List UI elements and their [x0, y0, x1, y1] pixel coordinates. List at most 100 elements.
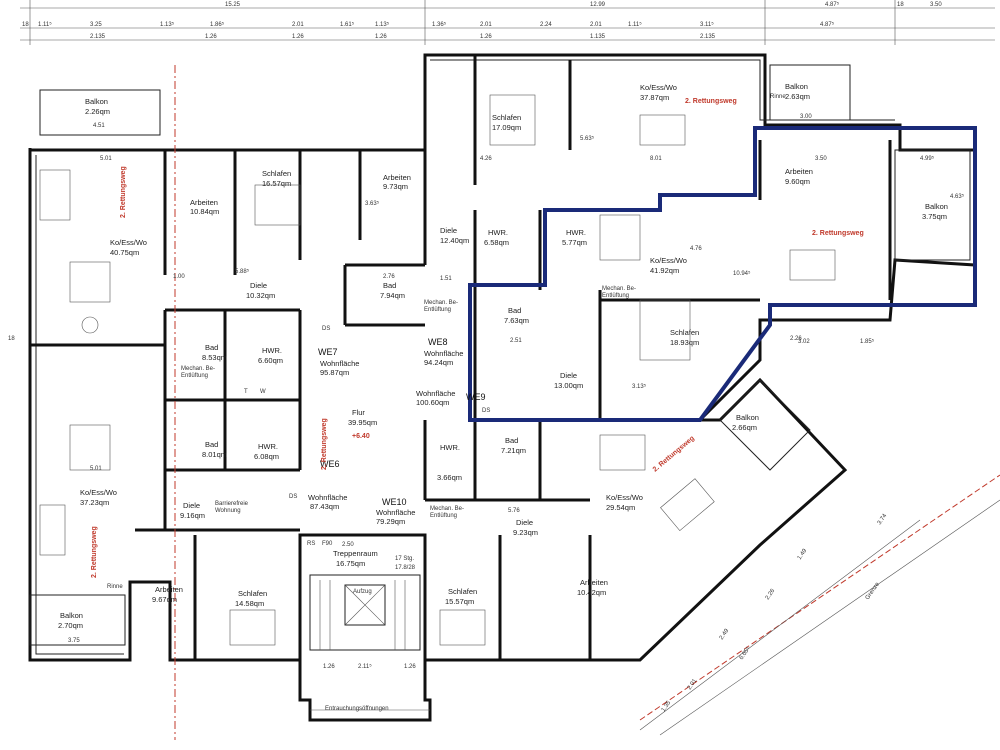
diag-dim-7: 2.01 [687, 678, 699, 692]
note-mechan-4: Mechan. Be-Entlüftung [430, 506, 464, 519]
room-kowo-se-name: Ko/Ess/Wo [606, 493, 643, 502]
room-diele-1-area: 12.40qm [440, 236, 469, 245]
dim-r2-5: 1.61⁵ [340, 21, 355, 28]
room-bad-3-area: 8.53qm [202, 353, 227, 362]
dim-r3-4: 1.26 [480, 34, 492, 40]
room-arbeiten-2-area: 9.73qm [383, 182, 408, 191]
dim-r2-7: 1.36⁵ [432, 21, 447, 28]
room-hwr-2-name: HWR. [566, 228, 586, 237]
unit-we6-wfl: Wohnfläche [308, 493, 347, 502]
room-diele-5-name: Diele [516, 518, 533, 527]
balconies [29, 64, 971, 646]
room-diele-4-name: Diele [183, 501, 200, 510]
note-ds-3: DS [482, 408, 490, 414]
misc-dim-22: 1.26 [404, 664, 416, 670]
room-hwr-4-area: 6.08qm [254, 452, 279, 461]
note-t: T [244, 389, 248, 395]
note-ds-1: DS [322, 326, 330, 332]
rettungsweg-3: 2. Rettungsweg [812, 230, 864, 237]
note-stg2: 17.8/28 [395, 565, 416, 571]
dim-top-4: 3.50 [930, 2, 942, 8]
room-arbeiten-1-name: Arbeiten [190, 198, 218, 207]
misc-dim-39: 4.63⁵ [950, 193, 965, 200]
room-schlafen-1-name: Schlafen [262, 169, 291, 178]
dim-top-6: 18 [22, 22, 29, 28]
room-hwr-5-name: HWR. [440, 443, 460, 452]
room-schlafen-4-area: 14.58qm [235, 599, 264, 608]
room-bad-4-area: 8.01qm [202, 450, 227, 459]
room-flur-area: 39.95qm [348, 418, 377, 427]
unit-we8-area: 94.24qm [424, 358, 453, 367]
dim-top-3: 4.87⁵ [825, 1, 840, 8]
diag-dim-3: 2.26 [765, 588, 777, 602]
room-arbeiten-1-area: 10.84qm [190, 207, 219, 216]
unit-we7-label: WE7 [318, 347, 338, 357]
room-arbeiten-2-name: Arbeiten [383, 173, 411, 182]
room-bad-4-name: Bad [205, 440, 218, 449]
note-mechan-1: Mechan. Be-Entlüftung [424, 300, 458, 313]
note-mechan-3: Mechan. Be-Entlüftung [181, 366, 215, 379]
misc-dim-2: 5.63⁵ [580, 135, 595, 142]
room-kowo-sw-area: 37.23qm [80, 498, 109, 507]
room-balkon-sw-name: Balkon [60, 611, 83, 620]
exterior-walls [28, 53, 977, 662]
misc-dim-1: 4.26 [480, 156, 492, 162]
misc-notes: Mechan. Be-Entlüftung Mechan. Be-Entlüft… [107, 94, 881, 712]
room-balkon-sw-area: 2.70qm [58, 621, 83, 630]
room-balkon-nw-area: 2.26qm [85, 107, 110, 116]
diag-dim-6: 1.35 [661, 700, 673, 714]
room-arbeiten-5-area: 10.42qm [577, 588, 606, 597]
room-schlafen-4-name: Schlafen [238, 589, 267, 598]
misc-dim-17: 2.50 [342, 542, 354, 548]
room-arbeiten-3-area: 9.60qm [785, 177, 810, 186]
rettungsweg-6: 2. Rettungsweg [652, 435, 696, 474]
dim-r2-12: 3.11⁵ [700, 21, 714, 28]
room-schlafen-3-area: 18.93qm [670, 338, 699, 347]
note-grenze: Grenze [865, 581, 882, 601]
rescue-route-labels: 2. Rettungsweg 2. Rettungsweg 2. Rettung… [91, 98, 864, 578]
room-kowo-sw-name: Ko/Ess/Wo [80, 488, 117, 497]
diag-dim-2: 1.49 [797, 548, 809, 562]
room-diele-2-area: 10.32qm [246, 291, 275, 300]
room-diele-5-area: 9.23qm [513, 528, 538, 537]
room-bad-1-area: 7.94qm [380, 291, 405, 300]
room-balkon-e-name: Balkon [925, 202, 948, 211]
dim-r2-11: 1.11⁵ [628, 21, 642, 28]
unit-we9-label: WE9 [466, 392, 486, 402]
room-kowo-nw-name: Ko/Ess/Wo [110, 238, 147, 247]
room-hwr-3-name: HWR. [262, 346, 282, 355]
level-marker: +6.40 [352, 433, 370, 440]
unit-we10-label: WE10 [382, 497, 407, 507]
dim-r2-13: 4.87⁵ [820, 21, 835, 28]
dim-r2-6: 1.13⁵ [375, 21, 390, 28]
room-diele-3-area: 13.00qm [554, 381, 583, 390]
unit-we7-wfl: Wohnfläche [320, 359, 359, 368]
room-hwr-3-area: 6.60qm [258, 356, 283, 365]
misc-dim-12: 1.85⁵ [860, 338, 875, 345]
dim-r2-3: 1.86⁵ [210, 21, 225, 28]
room-kowo-se-area: 29.54qm [606, 503, 635, 512]
note-rinne-2: Rinne [107, 584, 123, 590]
dim-r2-10: 2.01 [590, 22, 602, 28]
room-kowo-nw-area: 40.75qm [110, 248, 139, 257]
unit-we7-area: 95.87qm [320, 368, 349, 377]
dim-r3-5: 1.135 [590, 34, 606, 40]
room-schlafen-1-area: 16.57qm [262, 179, 291, 188]
dim-r2-0: 1.11⁵ [38, 21, 52, 28]
entrance-canopy [298, 660, 432, 722]
unit-we10-area: 79.29qm [376, 517, 405, 526]
dim-r2-8: 2.01 [480, 22, 492, 28]
note-aufzug: Aufzug [353, 589, 372, 595]
unit-we6-label: WE6 [320, 459, 340, 469]
note-w: W [260, 389, 266, 395]
room-schlafen-5-area: 15.57qm [445, 597, 474, 606]
dim-top-1: 15.25 [225, 2, 241, 8]
room-diele-4-area: 9.16qm [180, 511, 205, 520]
unit-we6-area: 87.43qm [310, 502, 339, 511]
room-schlafen-5-name: Schlafen [448, 587, 477, 596]
misc-dim-16: 5.76 [508, 508, 520, 514]
room-balkon-nw-name: Balkon [85, 97, 108, 106]
room-bad-5-name: Bad [505, 436, 518, 445]
room-kowo-e-area: 41.92qm [650, 266, 679, 275]
unit-we9-area: 100.60qm [416, 398, 449, 407]
